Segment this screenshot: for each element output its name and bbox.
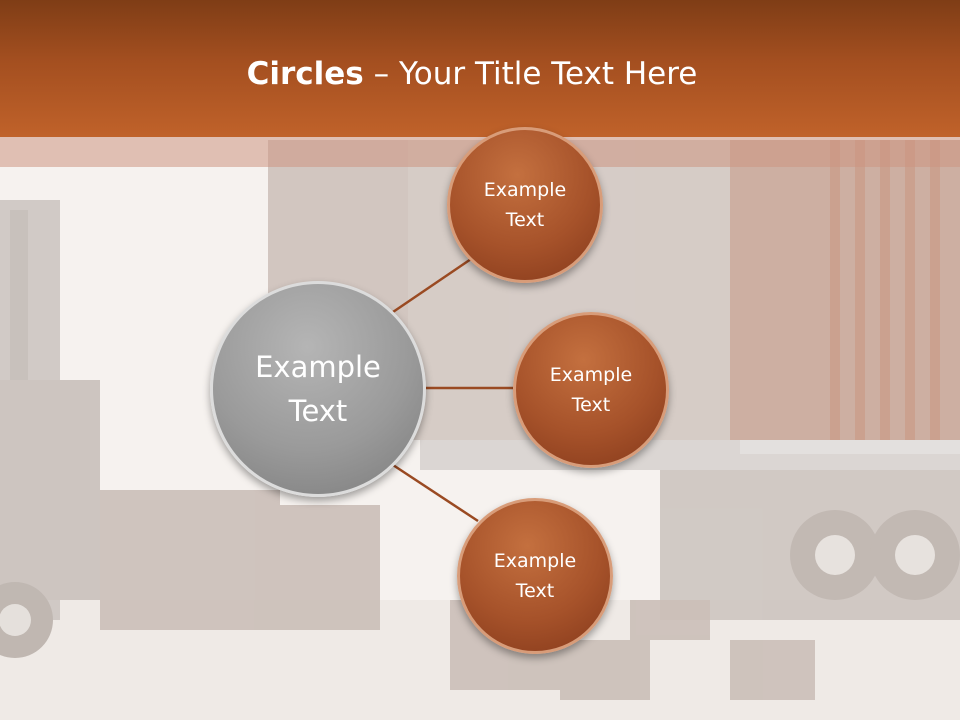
satellite-circle-bottom[interactable]: Example Text — [457, 498, 613, 654]
forklift-shape — [0, 200, 100, 658]
connector-bottom — [392, 463, 479, 523]
connector-top — [392, 255, 475, 314]
main-circle[interactable]: Example Text — [210, 281, 426, 497]
satellite-circle-label: Example Text — [549, 364, 633, 416]
truck-shape — [268, 140, 960, 620]
satellite-circle-label: Example Text — [493, 550, 577, 602]
satellite-circle-top[interactable]: Example Text — [447, 127, 603, 283]
satellite-circle-middle[interactable]: Example Text — [513, 312, 669, 468]
slide-title[interactable]: Circles – Your Title Text Here — [0, 54, 944, 94]
satellite-circle-label: Example Text — [483, 179, 567, 231]
main-circle-label: Example Text — [255, 350, 381, 428]
title-bar — [0, 0, 960, 137]
slide-title-rest: – Your Title Text Here — [363, 56, 698, 92]
slide-title-bold: Circles — [246, 56, 364, 92]
